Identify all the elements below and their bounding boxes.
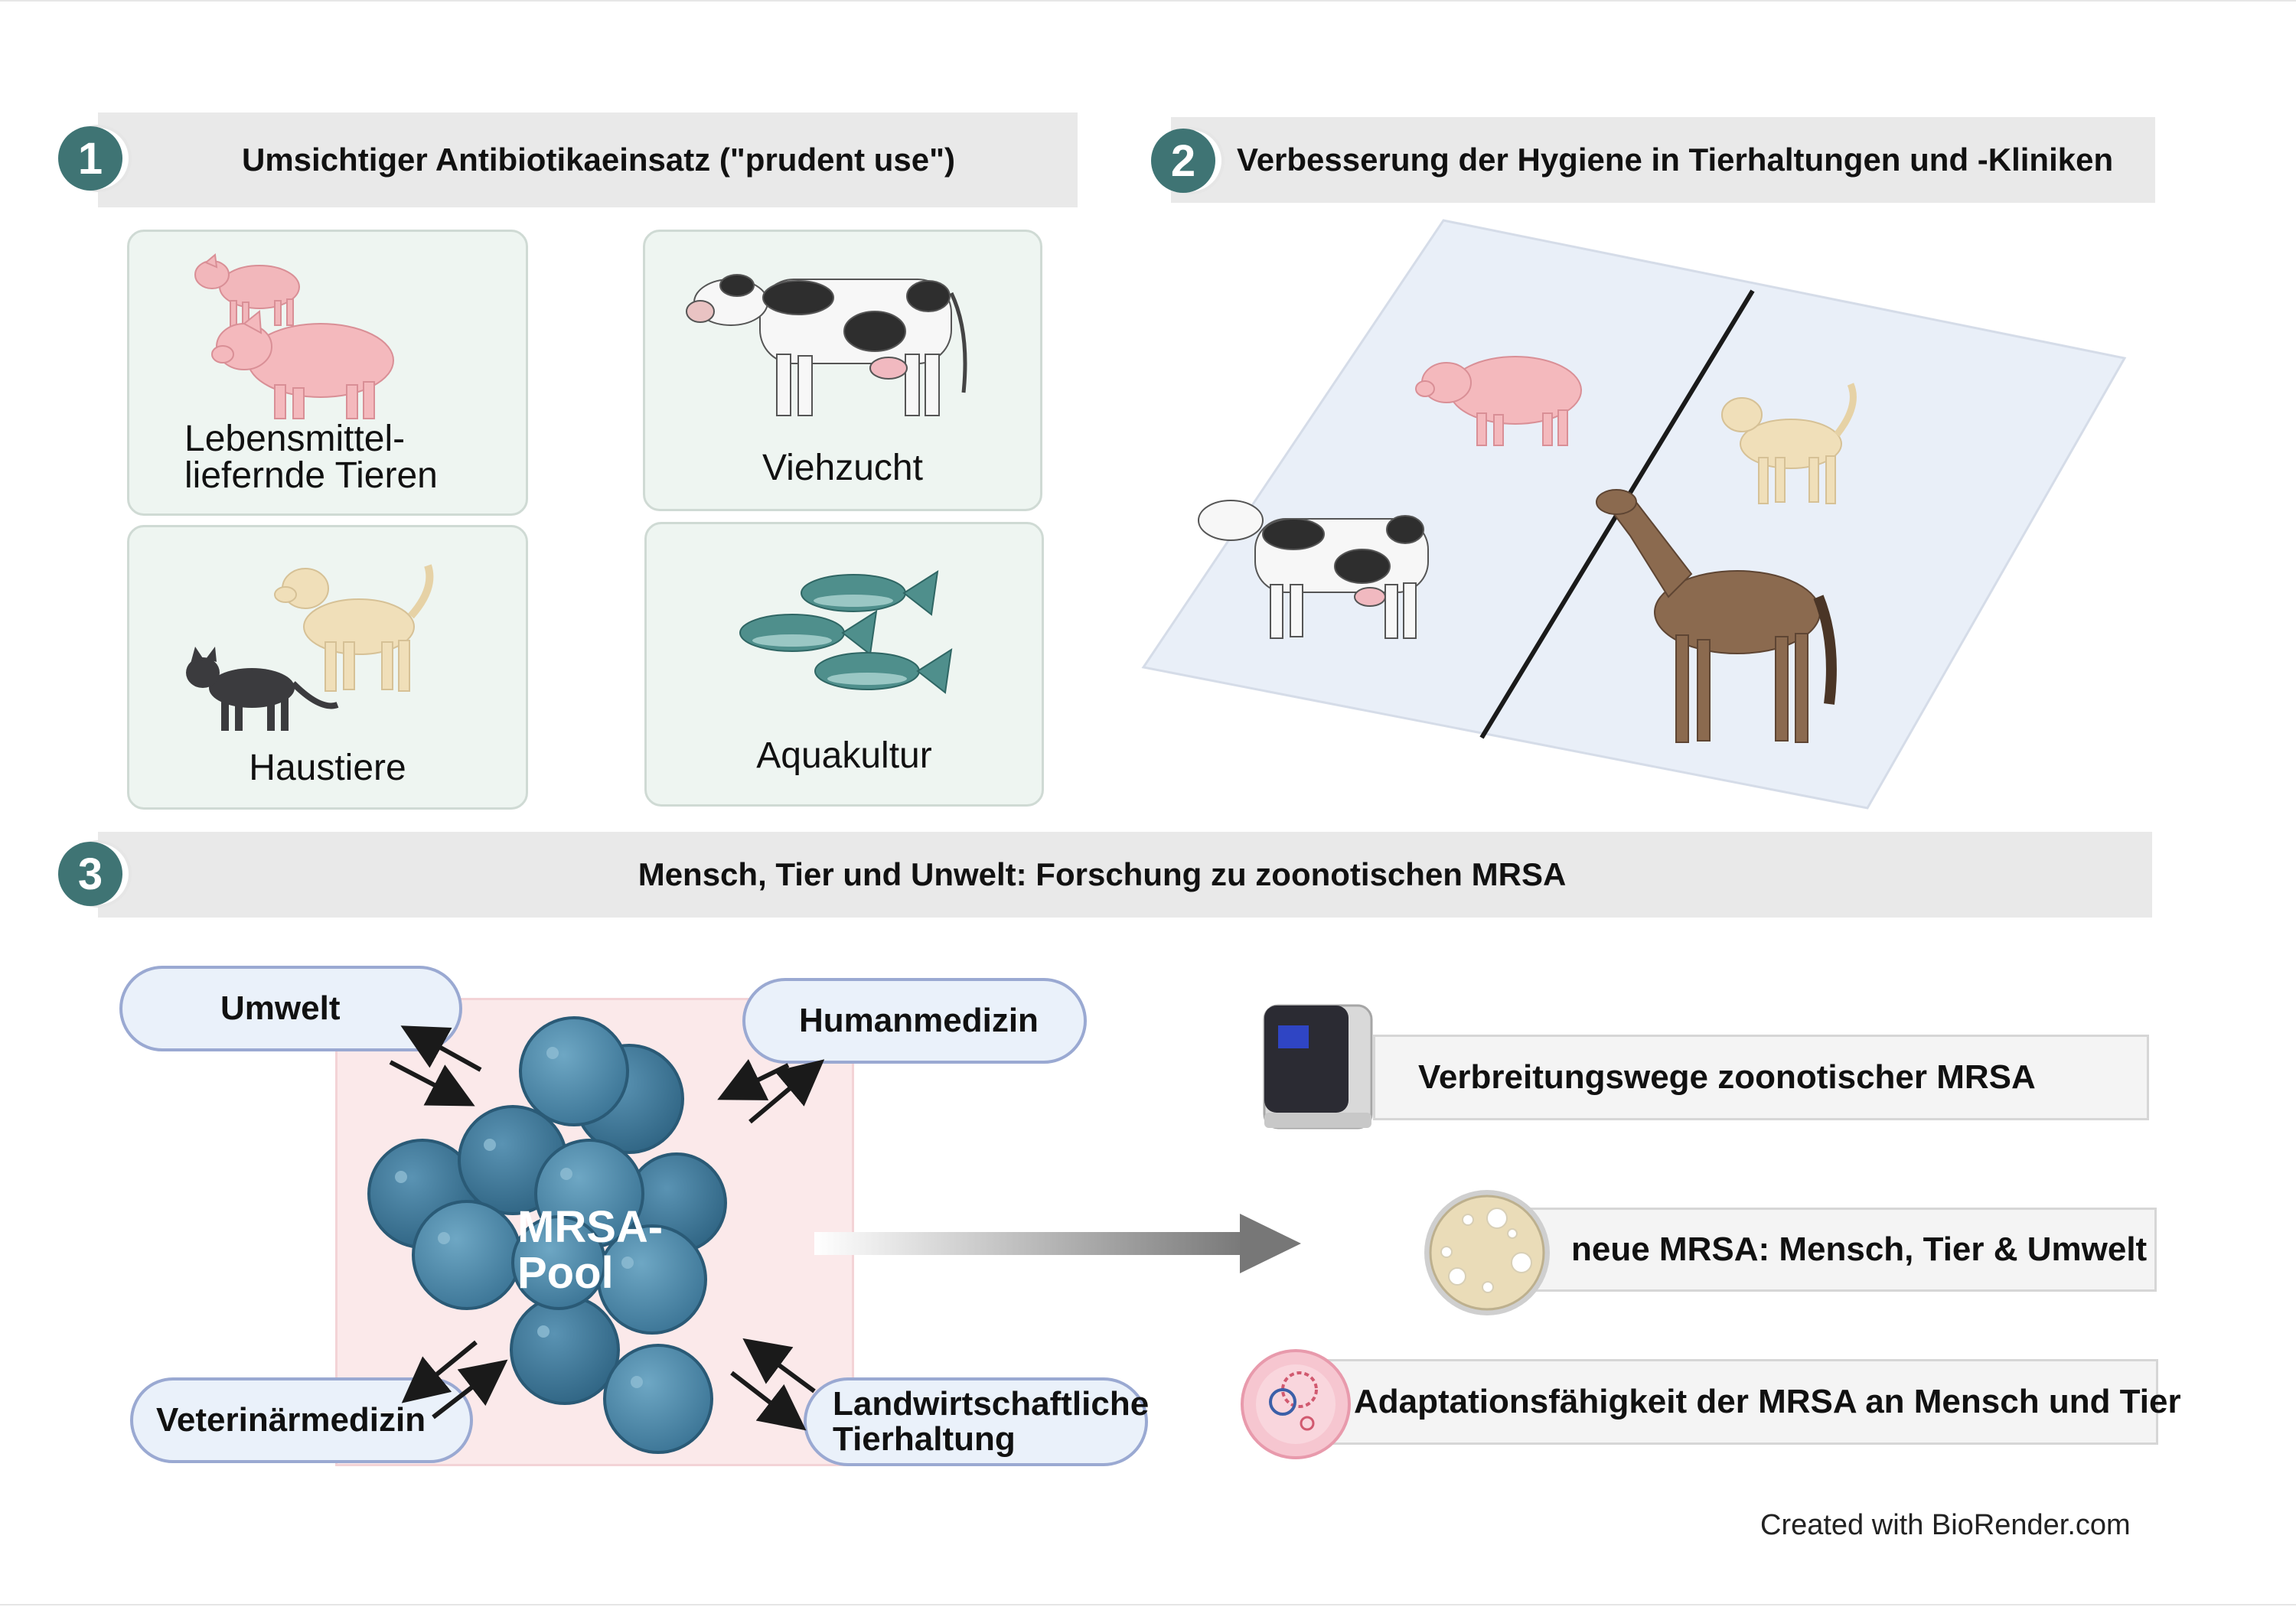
source-umwelt-label: Umwelt — [220, 989, 341, 1027]
credit-text: Created with BioRender.com — [1760, 1509, 2131, 1541]
arrow-to-umwelt — [400, 1025, 482, 1072]
fish-icon — [739, 569, 953, 694]
outcome-verbreitungswege-label: Verbreitungswege zoonotischer MRSA — [1418, 1058, 2036, 1096]
bottom-border — [0, 1604, 2296, 1605]
arrow-from-umwelt — [389, 1060, 475, 1107]
outcome-adaptation-label: Adaptationsfähigkeit der MRSA an Mensch … — [1354, 1383, 2181, 1420]
section-3-header: Mensch, Tier und Unwelt: Forschung zu zo… — [98, 832, 2152, 918]
card-livestock: Viehzucht — [643, 230, 1042, 511]
cow-icon — [1198, 500, 1429, 639]
source-veterinaermedizin: Veterinärmedizin — [130, 1377, 473, 1463]
section-1-header: Umsichtiger Antibiotikaeinsatz ("prudent… — [98, 112, 1078, 207]
petri-dish-icon — [1424, 1190, 1550, 1315]
card-food-animals: Lebensmittel- liefernde Tieren — [127, 230, 528, 516]
outcome-adaptation: Adaptationsfähigkeit der MRSA an Mensch … — [1318, 1359, 2181, 1445]
arrow-from-landwirtschaft — [742, 1338, 816, 1393]
bacterium-cell-icon — [1241, 1349, 1351, 1459]
card-pets-label: Haustiere — [249, 748, 406, 788]
section-3-title: Mensch, Tier und Unwelt: Forschung zu zo… — [638, 856, 1567, 892]
outcome-verbreitungswege: Verbreitungswege zoonotischer MRSA — [1373, 1035, 2149, 1120]
source-landwirtschaft: Landwirtschaftliche Tierhaltung — [804, 1377, 1150, 1466]
card-food-animals-label-2: liefernde Tieren — [184, 455, 438, 496]
section-1-title: Umsichtiger Antibiotikaeinsatz ("prudent… — [242, 142, 956, 178]
dog-icon — [1721, 383, 1857, 504]
horse-icon — [1596, 489, 1837, 743]
source-humanmedizin: Humanmedizin — [742, 978, 1087, 1064]
card-food-animals-label-1: Lebensmittel- — [184, 419, 406, 459]
section-2-title: Verbesserung der Hygiene in Tierhaltunge… — [1237, 142, 2114, 178]
card-aquaculture: Aquakultur — [644, 522, 1044, 807]
arrow-to-veterinaer — [401, 1340, 478, 1403]
mrsa-pool-label-1: MRSA- — [517, 1202, 664, 1252]
source-landwirtschaft-label-1: Landwirtschaftliche — [833, 1385, 1150, 1423]
pig-icon — [194, 253, 394, 419]
cow-icon — [686, 274, 967, 416]
mrsa-pool-label-2: Pool — [517, 1248, 614, 1298]
source-umwelt: Umwelt — [119, 966, 462, 1051]
outcome-neue-mrsa: neue MRSA: Mensch, Tier & Umwelt — [1523, 1208, 2157, 1292]
mrsa-bacteria-cluster-icon — [367, 1016, 727, 1454]
pcr-machine-icon — [1263, 1004, 1373, 1129]
card-livestock-label: Viehzucht — [762, 448, 923, 488]
section-2-number: 2 — [1151, 129, 1215, 193]
pig-icon — [1415, 356, 1582, 446]
source-humanmedizin-label: Humanmedizin — [799, 1002, 1039, 1039]
arrow-to-humanmedizin — [748, 1059, 825, 1124]
hygiene-floor-illustration — [1141, 219, 2127, 810]
big-result-arrow — [814, 1214, 1301, 1273]
top-border — [0, 0, 2296, 2]
arrow-from-veterinaer — [432, 1359, 508, 1420]
dog-cat-icon — [186, 564, 434, 731]
section-2-header: Verbesserung der Hygiene in Tierhaltunge… — [1171, 117, 2155, 203]
arrow-to-landwirtschaft — [730, 1371, 807, 1431]
outcome-neue-mrsa-label: neue MRSA: Mensch, Tier & Umwelt — [1571, 1231, 2148, 1268]
card-pets: Haustiere — [127, 525, 528, 810]
source-landwirtschaft-label-2: Tierhaltung — [833, 1420, 1016, 1458]
card-aquaculture-label: Aquakultur — [756, 735, 932, 776]
section-1-number: 1 — [58, 126, 122, 191]
section-3-number: 3 — [58, 842, 122, 906]
source-veterinaermedizin-label: Veterinärmedizin — [156, 1401, 426, 1439]
arrow-from-humanmedizin — [717, 1058, 790, 1100]
